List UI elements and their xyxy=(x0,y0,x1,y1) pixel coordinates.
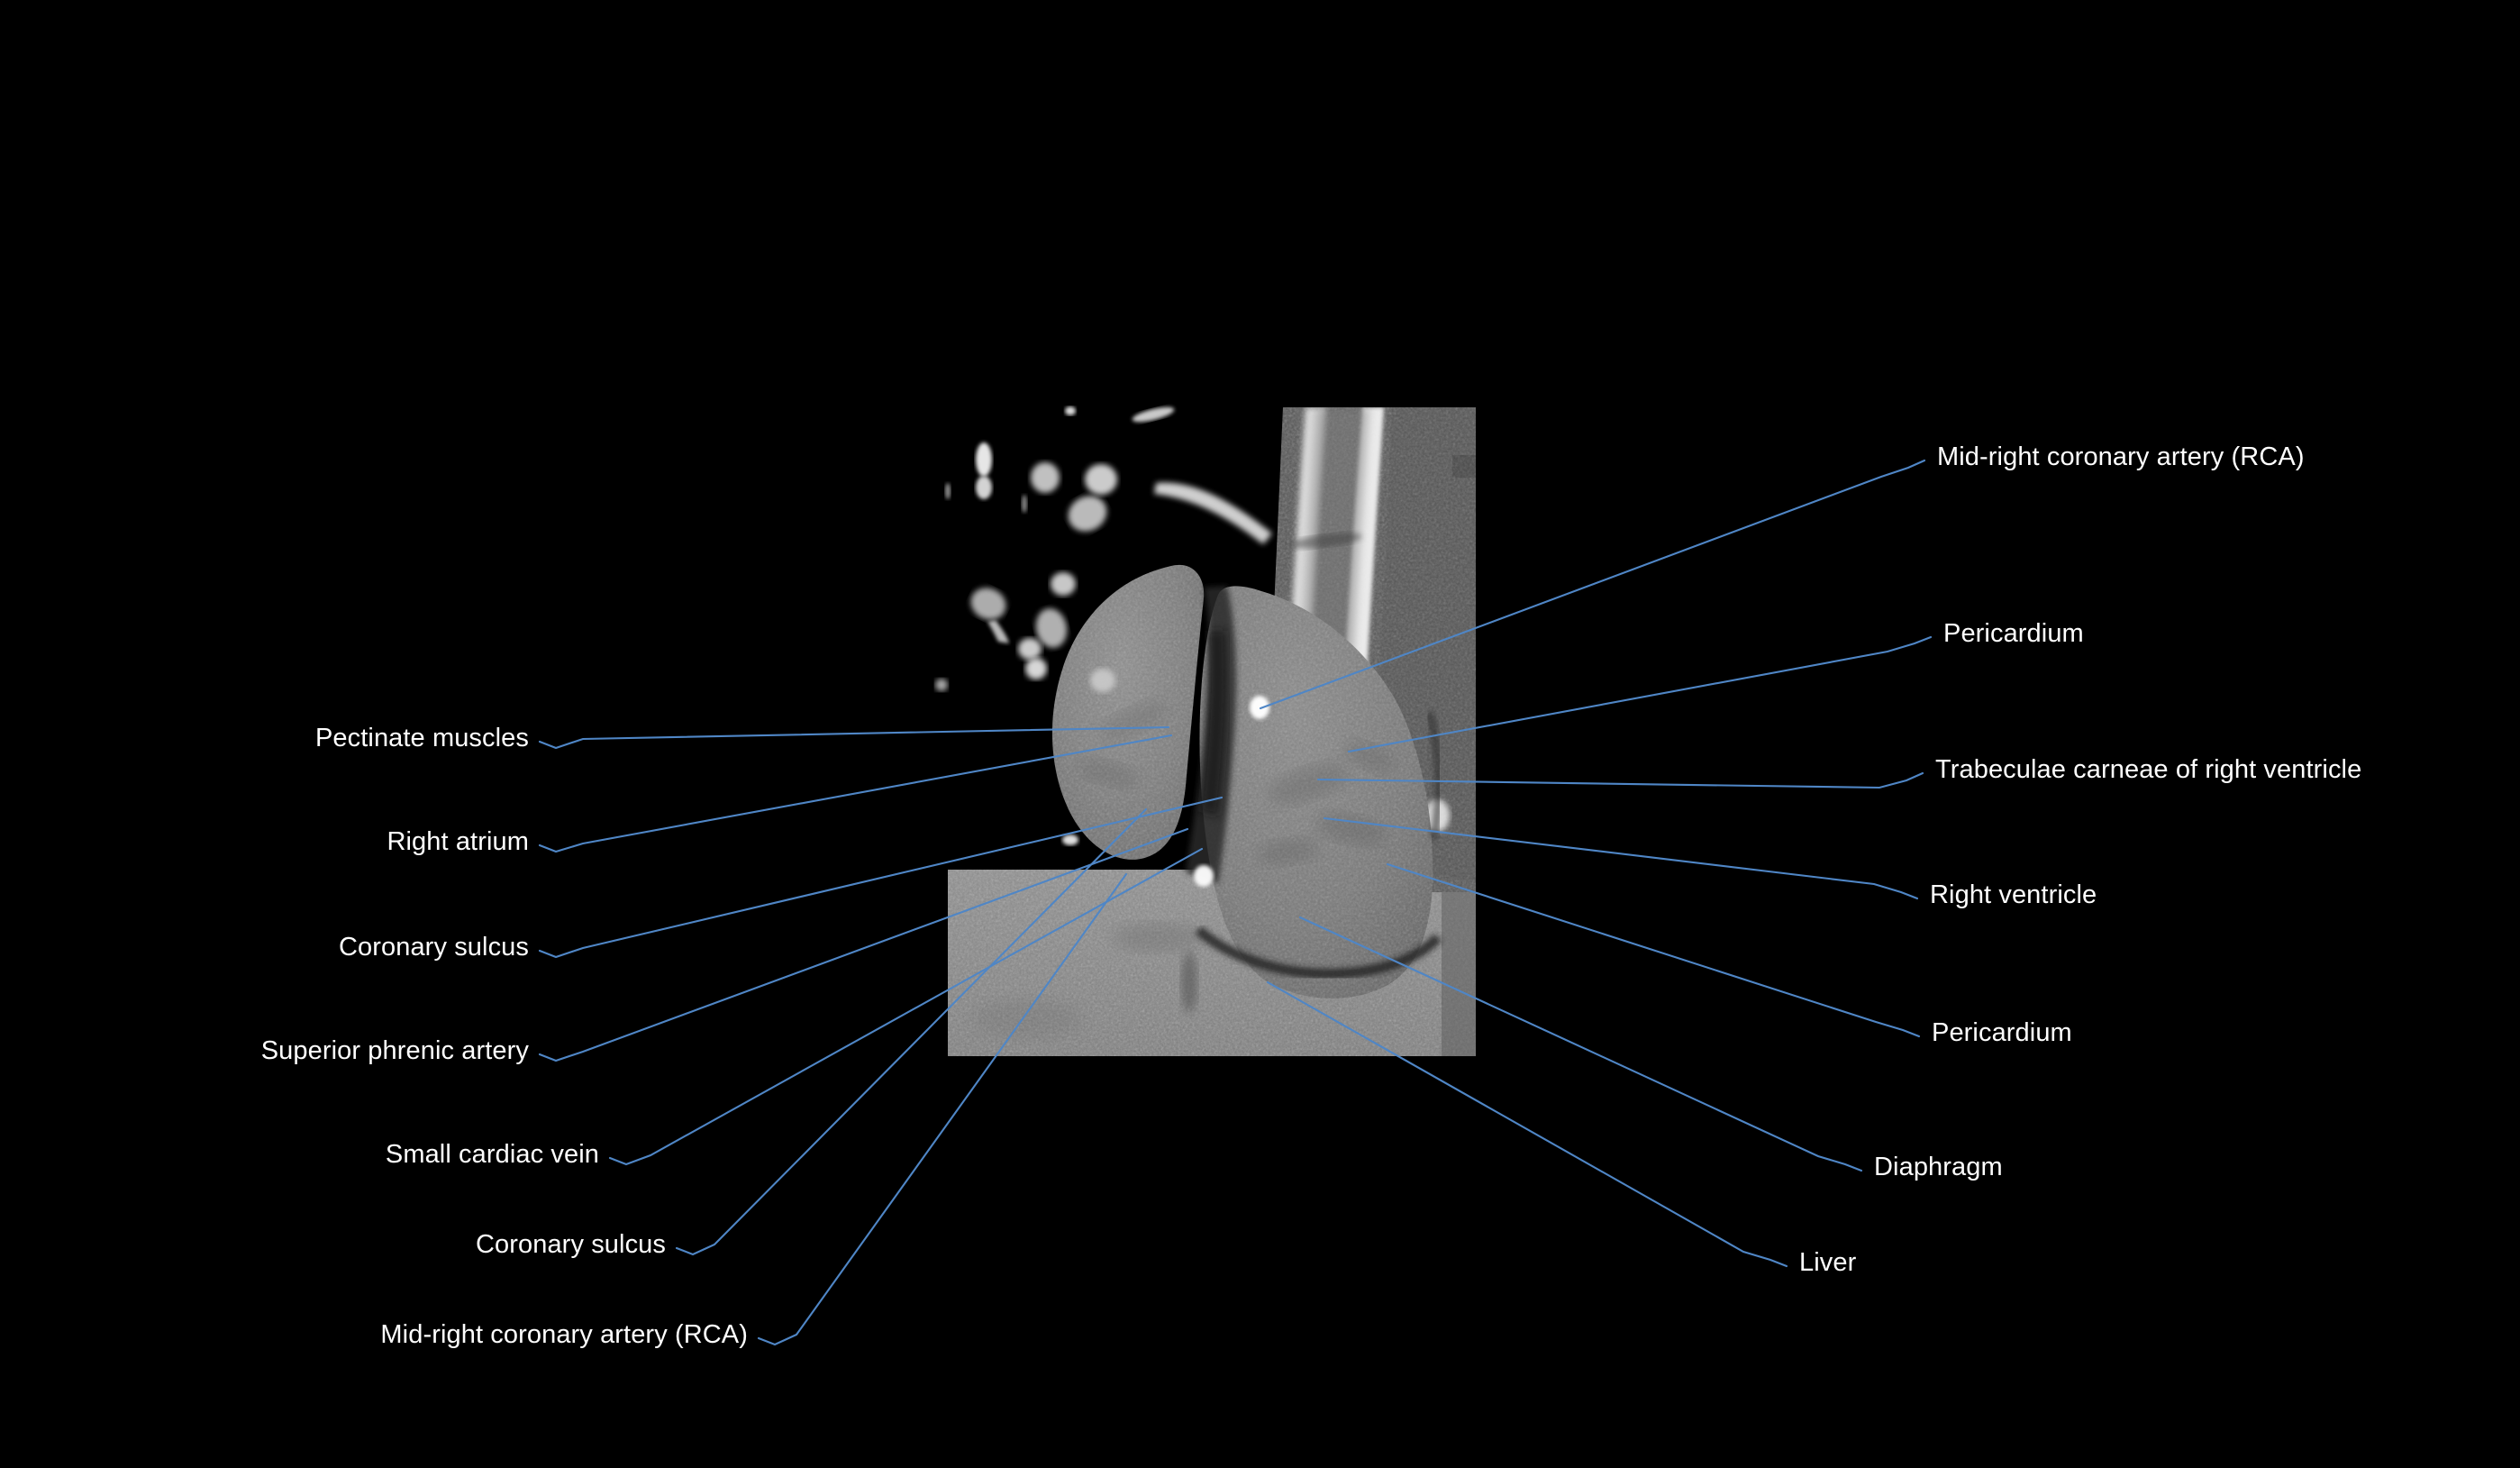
leader-line-coronary-sulcus-upper xyxy=(538,796,1224,959)
heart-soft-tissue xyxy=(1051,564,1443,998)
leader-line-mid-rca-right xyxy=(1259,459,1926,710)
leader-line-superior-phrenic-artery xyxy=(538,827,1189,1062)
leader-line-mid-rca-left xyxy=(757,872,1128,1346)
annotation-label-right-ventricle[interactable]: Right ventricle xyxy=(1930,880,2097,909)
mid-rca-vessel-upper xyxy=(1250,696,1269,719)
annotation-label-right-atrium[interactable]: Right atrium xyxy=(387,827,529,856)
leader-line-right-ventricle xyxy=(1323,816,1919,900)
trabeculae-carneae-texture xyxy=(1258,741,1396,865)
lung-field-vessel-nodules xyxy=(935,406,1272,692)
annotation-label-mid-rca-right[interactable]: Mid-right coronary artery (RCA) xyxy=(1937,442,2305,471)
leader-line-small-cardiac-vein xyxy=(608,847,1204,1166)
leader-line-pectinate-muscles xyxy=(538,725,1170,750)
annotation-label-pericardium-upper-right[interactable]: Pericardium xyxy=(1943,619,2084,648)
annotation-label-pectinate-muscles[interactable]: Pectinate muscles xyxy=(314,724,529,752)
annotation-label-coronary-sulcus-lower[interactable]: Coronary sulcus xyxy=(475,1230,666,1259)
annotation-label-coronary-sulcus-upper[interactable]: Coronary sulcus xyxy=(338,933,529,962)
leader-line-liver xyxy=(1266,980,1788,1268)
leader-line-pericardium-lower-right xyxy=(1386,862,1921,1038)
annotation-label-small-cardiac-vein[interactable]: Small cardiac vein xyxy=(385,1140,599,1169)
leader-line-pericardium-upper-right xyxy=(1347,635,1933,753)
pectinate-muscle-texture xyxy=(1078,701,1167,788)
pericardium-line-posterior xyxy=(1424,710,1443,839)
annotation-label-superior-phrenic-artery[interactable]: Superior phrenic artery xyxy=(260,1036,529,1065)
leader-line-coronary-sulcus-lower xyxy=(675,807,1148,1256)
annotation-label-diaphragm[interactable]: Diaphragm xyxy=(1874,1153,2003,1181)
annotation-label-mid-rca-left[interactable]: Mid-right coronary artery (RCA) xyxy=(380,1320,748,1349)
small-cardiac-vein-vessel xyxy=(1194,865,1214,887)
annotation-label-liver[interactable]: Liver xyxy=(1799,1248,1857,1277)
leader-line-right-atrium xyxy=(538,734,1173,853)
annotation-label-trabeculae-carneae[interactable]: Trabeculae carneae of right ventricle xyxy=(1935,755,2362,784)
leader-line-trabeculae-carneae xyxy=(1316,771,1924,789)
pericardium-line-inferior xyxy=(1195,925,1442,980)
leader-line-diaphragm xyxy=(1298,916,1863,1172)
superior-phrenic-artery-vessel xyxy=(1062,834,1078,845)
annotation-label-pericardium-lower-right[interactable]: Pericardium xyxy=(1932,1018,2072,1047)
